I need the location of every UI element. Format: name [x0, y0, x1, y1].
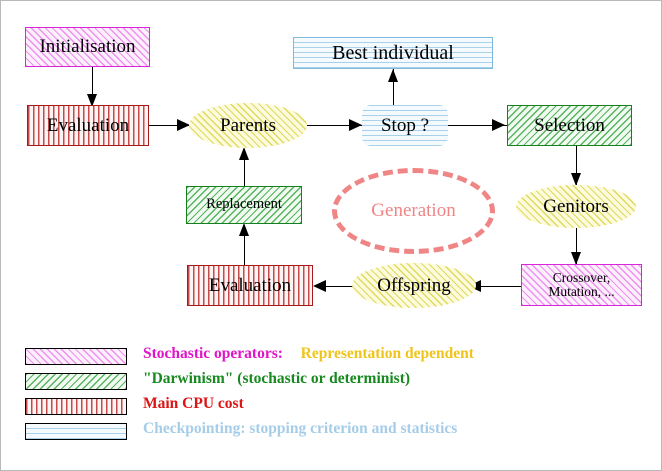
- legend-text-darwinism: "Darwinism" (stochastic or determinist): [143, 370, 411, 387]
- node-evaluation-bottom-label: Evaluation: [208, 274, 292, 296]
- edge-replacement-to-parents: [244, 149, 246, 187]
- node-initialisation[interactable]: Initialisation: [25, 27, 150, 67]
- edge-selection-to-genitors: [576, 146, 578, 186]
- edge-initialisation-to-evaluation: [92, 67, 94, 99]
- node-evaluation-top[interactable]: Evaluation: [27, 105, 149, 146]
- node-stop-label: Stop ?: [380, 114, 430, 136]
- edge-genitors-to-crossover: [576, 227, 578, 265]
- legend-text-stochastic-secondary: Representation dependent: [300, 345, 474, 362]
- legend-text-cpu-cost: Main CPU cost: [143, 395, 244, 412]
- node-stop[interactable]: Stop ?: [362, 105, 448, 146]
- node-parents[interactable]: Parents: [189, 103, 307, 148]
- node-generation: Generation: [332, 168, 495, 254]
- edge-offspring-to-evaluation: [315, 286, 363, 288]
- node-generation-label: Generation: [371, 200, 456, 221]
- legend-swatch-red: [25, 398, 127, 415]
- node-replacement[interactable]: Replacement: [186, 186, 302, 224]
- arrowhead-right-selection: [492, 119, 505, 131]
- node-offspring[interactable]: Offspring: [352, 263, 476, 308]
- node-genitors[interactable]: Genitors: [516, 185, 636, 228]
- edge-evaluation-to-parents: [149, 125, 193, 127]
- node-offspring-label: Offspring: [377, 274, 451, 296]
- legend-text-checkpointing: Checkpointing: stopping criterion and st…: [143, 420, 458, 437]
- node-replacement-label: Replacement: [206, 196, 282, 213]
- node-selection-label: Selection: [534, 114, 605, 136]
- arrowhead-right-stop: [349, 119, 362, 131]
- legend-swatch-blue: [25, 423, 127, 440]
- arrowhead-down-crossover: [571, 252, 581, 265]
- edge-crossover-to-offspring: [471, 286, 523, 288]
- node-crossover-label-line1: Crossover,: [552, 269, 611, 285]
- node-evaluation-bottom[interactable]: Evaluation: [187, 265, 313, 306]
- legend: Stochastic operators: Representation dep…: [25, 345, 625, 446]
- node-parents-label: Parents: [220, 114, 276, 136]
- arrowhead-down-genitors: [571, 173, 581, 186]
- legend-text-stochastic: Stochastic operators: Representation dep…: [143, 345, 474, 363]
- edge-stop-to-best-individual: [393, 69, 395, 107]
- node-genitors-label: Genitors: [543, 195, 609, 217]
- node-selection[interactable]: Selection: [507, 105, 632, 146]
- arrowhead-left-evaluation-bottom: [313, 280, 326, 292]
- node-best-individual-label: Best individual: [332, 41, 454, 64]
- legend-swatch-green: [25, 373, 127, 390]
- arrowhead-up-best-individual: [388, 69, 398, 82]
- edge-stop-to-selection: [448, 125, 511, 127]
- node-crossover-mutation[interactable]: Crossover, Mutation, ...: [521, 264, 642, 306]
- arrowhead-up-replacement: [239, 223, 249, 236]
- legend-row-checkpointing: Checkpointing: stopping criterion and st…: [25, 420, 625, 446]
- arrowhead-down-initialisation: [87, 94, 97, 107]
- legend-swatch-magenta: [25, 348, 127, 365]
- legend-row-cpu-cost: Main CPU cost: [25, 395, 625, 421]
- legend-row-darwinism: "Darwinism" (stochastic or determinist): [25, 370, 625, 396]
- node-initialisation-label: Initialisation: [39, 36, 136, 58]
- edge-evaluation-to-replacement: [244, 225, 246, 267]
- arrowhead-right-parents: [177, 119, 190, 131]
- edge-parents-to-stop: [305, 125, 367, 127]
- node-best-individual[interactable]: Best individual: [293, 37, 493, 69]
- node-evaluation-top-label: Evaluation: [46, 114, 130, 136]
- arrowhead-up-parents: [239, 147, 249, 160]
- node-crossover-label-line2: Mutation, ...: [548, 284, 615, 299]
- legend-text-stochastic-primary: Stochastic operators:: [143, 345, 283, 362]
- legend-row-stochastic: Stochastic operators: Representation dep…: [25, 345, 625, 371]
